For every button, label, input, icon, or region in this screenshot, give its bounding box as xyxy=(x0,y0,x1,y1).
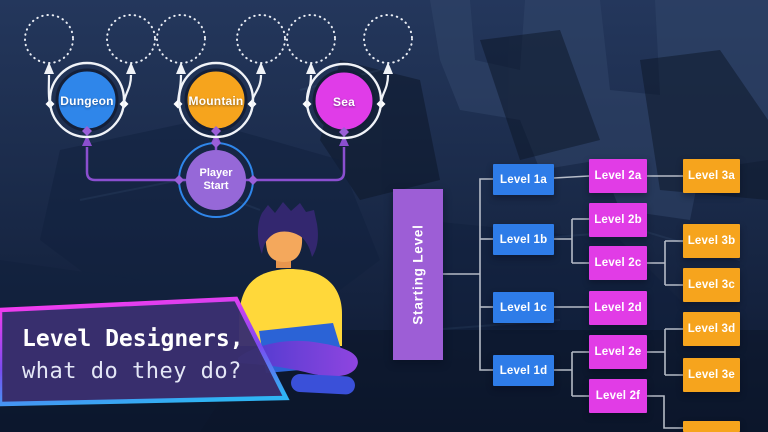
level-box-3a: Level 3a xyxy=(683,159,740,193)
level-box-2d: Level 2d xyxy=(589,291,647,325)
level-box-3e: Level 3e xyxy=(683,358,740,392)
purple-junction-diamonds xyxy=(82,126,349,185)
level-box-2c: Level 2c xyxy=(589,246,647,280)
character-leg xyxy=(238,340,358,377)
character-foot xyxy=(291,373,355,395)
level-box-3d: Level 3d xyxy=(683,312,740,346)
mountain-label: Mountain xyxy=(188,94,244,108)
dungeon-ring xyxy=(48,61,126,139)
character-hair xyxy=(257,202,318,257)
starting-level-box: Starting Level xyxy=(393,189,443,360)
sea-ring xyxy=(305,62,383,140)
level-box-2b: Level 2b xyxy=(589,203,647,237)
player-start-label: Player Start xyxy=(199,167,233,192)
level-box-2f: Level 2f xyxy=(589,379,647,413)
background-machinery-dark xyxy=(320,30,768,200)
sea-label: Sea xyxy=(333,95,355,109)
level-box-1d: Level 1d xyxy=(493,355,554,386)
level-box-partial xyxy=(683,421,740,432)
title-panel-shape xyxy=(0,296,290,407)
player-start-circle xyxy=(186,150,246,210)
level-box-2e: Level 2e xyxy=(589,335,647,369)
level-box-1b: Level 1b xyxy=(493,224,554,255)
level-box-3b: Level 3b xyxy=(683,224,740,258)
level-box-1c: Level 1c xyxy=(493,292,554,323)
level-box-2a: Level 2a xyxy=(589,159,647,193)
level-box-3c: Level 3c xyxy=(683,268,740,302)
level-box-1a: Level 1a xyxy=(493,164,554,195)
title-line1: Level Designers, xyxy=(22,326,244,352)
branch-arrowheads xyxy=(44,62,393,74)
title-line2: what do they do? xyxy=(22,359,242,384)
dungeon-label: Dungeon xyxy=(60,94,114,108)
mountain-ring xyxy=(177,61,255,139)
